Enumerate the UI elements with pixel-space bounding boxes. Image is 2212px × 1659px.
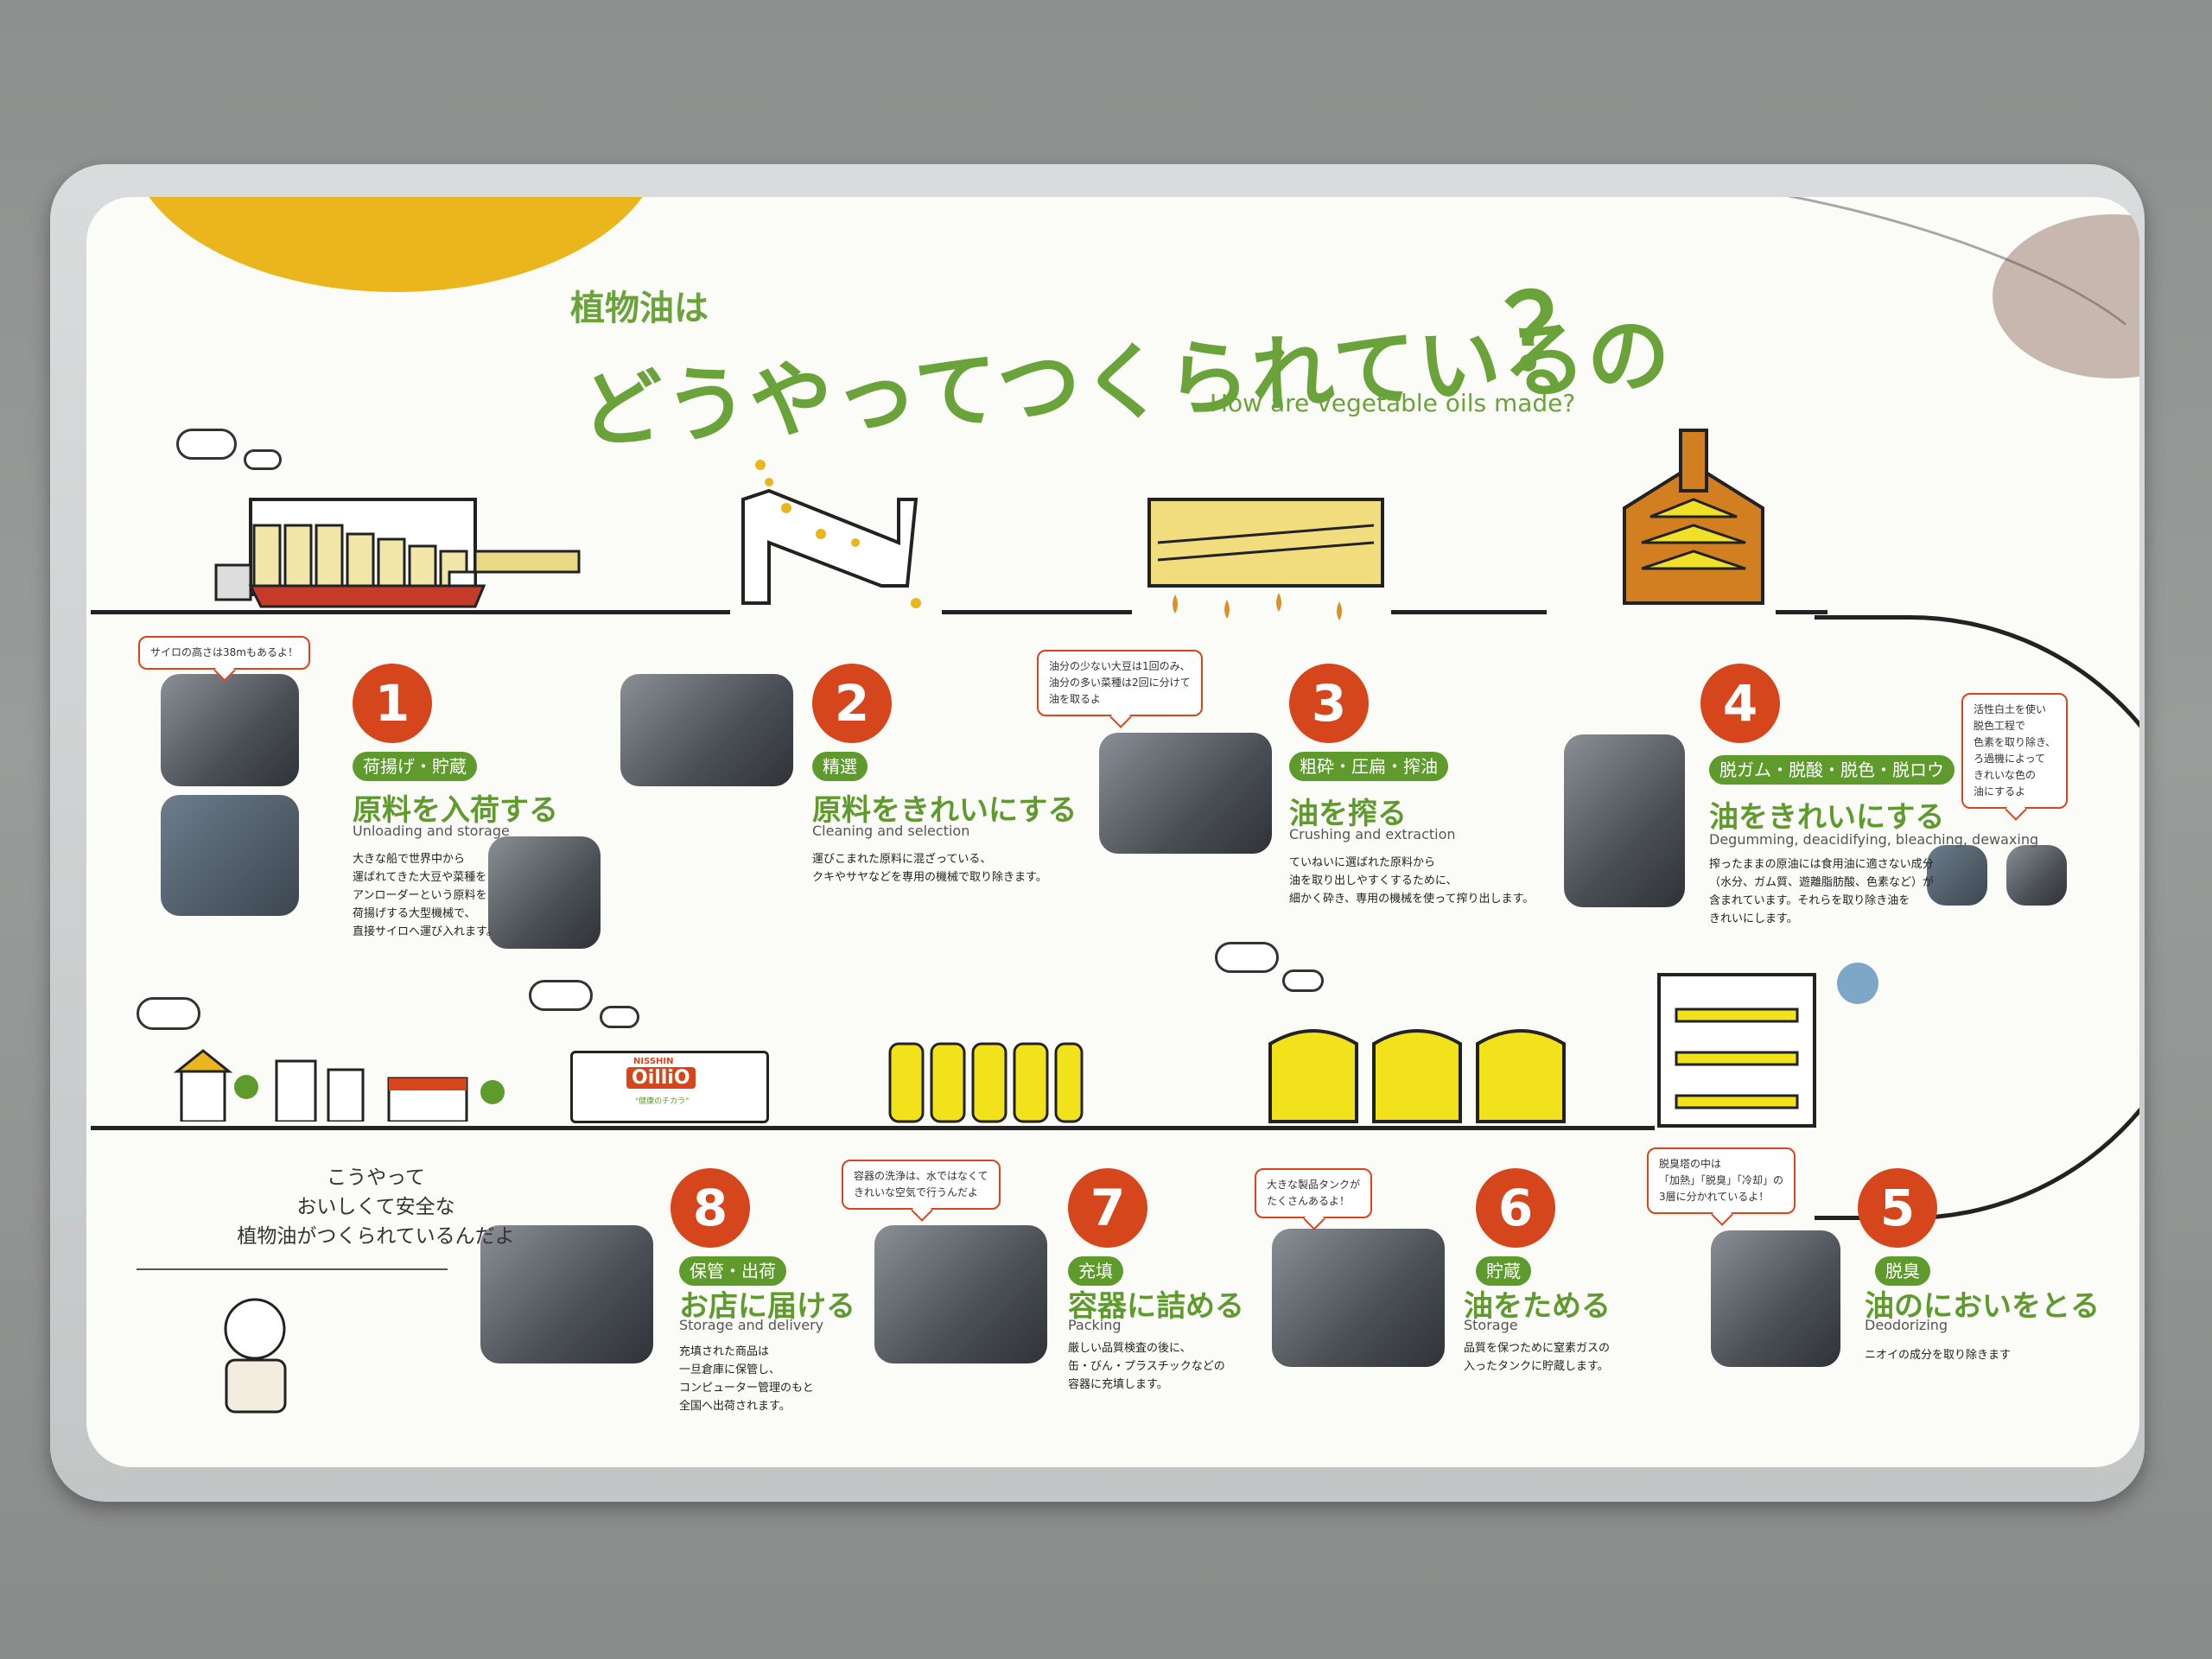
step-tag: 粗砕・圧扁・搾油 [1289, 752, 1448, 781]
step-speech-bubble: 活性白土を使い 脱色工程で 色素を取り除き、 ろ過機によって きれいな色の 油に… [1961, 693, 2069, 809]
step-number-badge: 1 [353, 664, 432, 743]
step-tag: 貯蔵 [1476, 1256, 1531, 1286]
step-4-photo [2006, 845, 2067, 906]
step-4-photo [1564, 734, 1685, 907]
step-number-badge: 5 [1858, 1168, 1937, 1248]
cleaning-machine-illustration [741, 460, 921, 608]
truck-body: NISSHIN OilliO "健康のチカラ" [570, 1051, 769, 1123]
process-line-top-c [1391, 610, 1547, 614]
step-8-photo [480, 1225, 653, 1363]
step-english: Crushing and extraction [1289, 826, 1456, 842]
step-tag: 脱臭 [1875, 1256, 1930, 1286]
step-description: ニオイの成分を取り除きます [1865, 1349, 2012, 1362]
silo-ship-illustration [214, 498, 581, 608]
cloud-icon [529, 980, 593, 1011]
truck-brand: OilliO [626, 1067, 696, 1089]
step-english: Degumming, deacidifying, bleaching, dewa… [1709, 831, 2039, 848]
deodorizer-illustration [1657, 963, 1878, 1128]
step-2-photo [620, 674, 793, 786]
step-english: Storage and delivery [679, 1317, 824, 1333]
step-number-badge: 6 [1476, 1168, 1555, 1248]
step-description: ていねいに選ばれた原料から 油を取り出しやすくするために、 細かく砕き、専用の機… [1289, 856, 1535, 906]
title-english: How are vegetable oils made? [1210, 389, 1576, 417]
step-1-photo [161, 674, 299, 786]
step-number-badge: 3 [1289, 664, 1369, 743]
speech-underline [137, 1268, 448, 1270]
step-6-photo [1272, 1229, 1445, 1367]
storage-tanks-illustration [1268, 1029, 1566, 1123]
step-english: Unloading and storage [353, 823, 510, 839]
step-7-photo [874, 1225, 1047, 1363]
cloud-icon [1282, 969, 1324, 992]
bottles-illustration [888, 1042, 1084, 1123]
step-description: 品質を保つために窒素ガスの 入ったタンクに貯蔵します。 [1464, 1342, 1611, 1373]
character-illustration [224, 1298, 287, 1414]
step-description: 充填された商品は 一旦倉庫に保管し、 コンピューター管理のもと 全国へ出荷されま… [679, 1345, 814, 1413]
step-description: 運びこまれた原料に混ざっている、 クキやサヤなどを専用の機械で取り除きます。 [812, 853, 1047, 884]
step-description: 厳しい品質検査の後に、 缶・びん・プラスチックなどの 容器に充填します。 [1068, 1342, 1225, 1391]
step-english: Deodorizing [1865, 1317, 1948, 1333]
step-tag: 精選 [812, 752, 868, 781]
step-title: お店に届ける [679, 1289, 855, 1324]
truck-slogan: "健康のチカラ" [635, 1097, 690, 1106]
step-title: 油をためる [1464, 1289, 1611, 1324]
closing-speech: こうやって おいしくて安全な 植物油がつくられているんだよ [237, 1166, 515, 1248]
step-title: 原料を入荷する [353, 793, 558, 828]
step-speech-bubble: 容器の洗浄は、水ではなくて きれいな空気で行うんだよ [842, 1160, 1001, 1210]
step-title: 容器に詰める [1068, 1289, 1244, 1324]
title-small: 植物油は [570, 289, 709, 328]
step-1-photo [161, 795, 299, 916]
step-4-photo [1927, 845, 1987, 906]
step-3-photo [1099, 733, 1272, 854]
step-speech-bubble: 大きな製品タンクが たくさんあるよ！ [1255, 1168, 1373, 1218]
cloud-icon [600, 1006, 639, 1028]
step-speech-bubble: サイロの高さは38mもあるよ！ [138, 636, 310, 670]
process-line-top-b [942, 610, 1132, 614]
town-illustration [173, 1049, 505, 1122]
title-question-mark: ？ [1503, 274, 1607, 394]
poster-panel: 植物油は どうやってつくられているの ？ How are vegetable o… [86, 197, 2139, 1467]
step-speech-bubble: 脱臭塔の中は 「加熱」「脱臭」「冷却」の 3層に分かれているよ！ [1647, 1147, 1796, 1214]
cloud-icon [244, 449, 282, 470]
step-5-photo [1711, 1230, 1840, 1367]
process-line-top-d [1776, 610, 1827, 614]
step-description: 大きな船で世界中から 運ばれてきた大豆や菜種を アンローダーという原料を 荷揚げ… [353, 853, 498, 938]
step-title: 油をきれいにする [1709, 800, 1945, 835]
step-english: Storage [1464, 1317, 1518, 1333]
step-number-badge: 8 [671, 1168, 750, 1248]
cloud-icon [1215, 942, 1279, 973]
step-english: Packing [1068, 1317, 1122, 1333]
step-tag: 荷揚げ・貯蔵 [353, 752, 477, 781]
step-tag: 充填 [1068, 1256, 1123, 1286]
truck-brand-small: NISSHIN [633, 1057, 674, 1066]
step-title: 油を搾る [1289, 797, 1407, 831]
expeller-illustration [1147, 498, 1384, 620]
process-line-bottom [91, 1126, 1655, 1130]
step-number-badge: 2 [812, 664, 892, 743]
cloud-icon [137, 997, 200, 1030]
yellow-blob [128, 197, 664, 292]
process-line-top-a [91, 610, 730, 614]
step-title: 油のにおいをとる [1865, 1289, 2100, 1324]
step-number-badge: 7 [1068, 1168, 1147, 1248]
step-number-badge: 4 [1700, 664, 1780, 743]
step-tag: 保管・出荷 [679, 1256, 786, 1286]
cloud-icon [176, 429, 237, 460]
refinery-illustration [1623, 429, 1764, 605]
step-description: 搾ったままの原油には食用油に適さない成分 （水分、ガム質、遊離脂肪酸、色素など）… [1709, 858, 1935, 925]
step-1-photo [488, 836, 601, 949]
step-tag: 脱ガム・脱酸・脱色・脱ロウ [1709, 755, 1955, 785]
step-title: 原料をきれいにする [812, 793, 1077, 828]
step-speech-bubble: 油分の少ない大豆は1回のみ、 油分の多い菜種は2回に分けて 油を取るよ [1037, 650, 1203, 716]
step-english: Cleaning and selection [812, 823, 970, 839]
